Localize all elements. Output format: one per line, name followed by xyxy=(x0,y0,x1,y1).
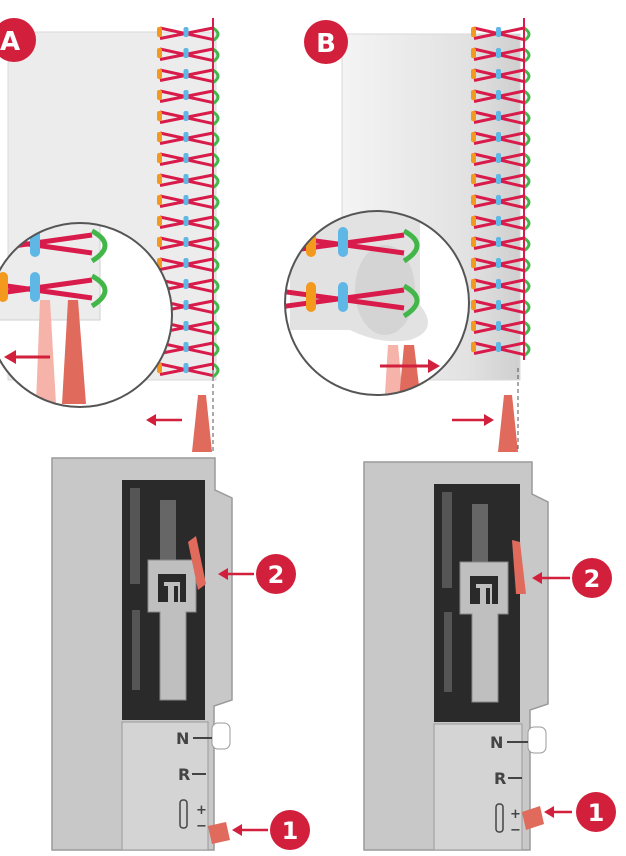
callout-2-b: 2 xyxy=(532,558,612,598)
overlock-stitches-b xyxy=(471,18,531,360)
machine-a: N R + − xyxy=(51,457,233,851)
badge-a-label: A xyxy=(0,27,20,57)
badge-b: B xyxy=(304,20,348,64)
arrow-right-small-b xyxy=(452,414,494,426)
callout-1-b-label: 1 xyxy=(588,799,605,827)
panel-a-fabric-view xyxy=(0,18,220,452)
label-r-a: R xyxy=(178,765,190,784)
lever-b[interactable] xyxy=(512,540,526,594)
magnifier-a xyxy=(0,222,173,408)
lever-a[interactable] xyxy=(188,536,206,590)
panel-b-fabric-view xyxy=(284,18,531,452)
differential-dial-b[interactable] xyxy=(522,806,544,830)
callout-2-b-label: 2 xyxy=(584,565,601,593)
label-n-a: N xyxy=(176,729,189,748)
callout-2-a: 2 xyxy=(218,554,296,594)
arrow-left-small-a xyxy=(146,414,182,426)
label-n-b: N xyxy=(490,733,503,752)
callout-2-a-label: 2 xyxy=(268,561,285,589)
n-button-b[interactable] xyxy=(527,726,547,754)
callout-1-a-label: 1 xyxy=(282,817,299,845)
label-r-b: R xyxy=(494,769,506,788)
label-minus-a: − xyxy=(196,819,207,834)
badge-b-label: B xyxy=(316,29,336,59)
label-plus-a: + xyxy=(196,803,207,818)
machine-b: N R + − xyxy=(363,461,549,851)
arrow-left-large-a xyxy=(4,350,50,364)
badge-a: A xyxy=(0,18,36,62)
knife-a xyxy=(192,395,212,452)
callout-1-b: 1 xyxy=(544,792,616,832)
overlock-stitches-a xyxy=(157,18,220,378)
n-button-a[interactable] xyxy=(211,722,231,750)
label-minus-b: − xyxy=(510,823,521,838)
knife-b xyxy=(498,395,518,452)
label-plus-b: + xyxy=(510,807,521,822)
differential-dial-a[interactable] xyxy=(208,822,230,844)
callout-1-a: 1 xyxy=(232,810,310,850)
arrow-right-large-b xyxy=(380,359,440,373)
